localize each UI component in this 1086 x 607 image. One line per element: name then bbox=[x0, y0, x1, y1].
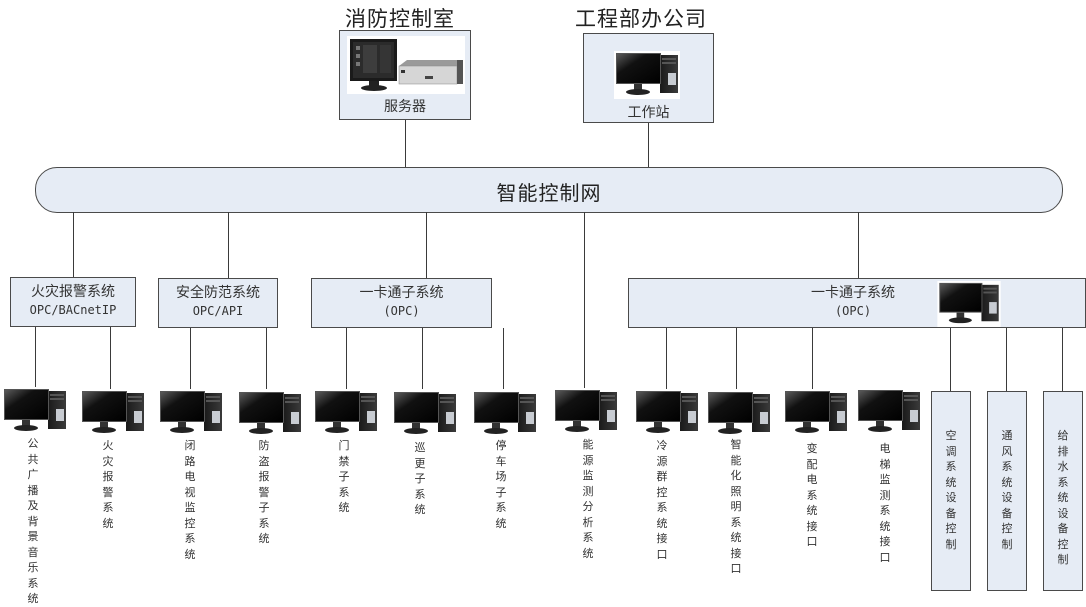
endpoint-pc-icon[interactable] bbox=[392, 390, 458, 438]
endpoint-label: 冷源群控系统接口 bbox=[656, 439, 668, 561]
room-title-engineering-office: 工程部办公司 bbox=[575, 7, 707, 31]
endpoint-label: 智能化照明系统接口 bbox=[730, 438, 742, 575]
control-box-air-conditioning[interactable]: 空调系统设备控制 bbox=[931, 391, 971, 591]
connector bbox=[503, 328, 504, 389]
connector bbox=[666, 328, 667, 389]
room-title-fire-control: 消防控制室 bbox=[345, 7, 455, 31]
connector bbox=[422, 328, 423, 389]
endpoint-pc-icon[interactable] bbox=[313, 389, 379, 437]
subsystem-onecard-left[interactable]: 一卡通子系统 (OPC) bbox=[311, 278, 492, 328]
subsystem-onecard-right[interactable]: 一卡通子系统 (OPC) bbox=[628, 278, 1086, 328]
endpoint-pc-icon[interactable] bbox=[706, 390, 772, 438]
subsystem-protocol: OPC/BACnetIP bbox=[29, 303, 117, 317]
endpoint-label: 公共广播及背景音乐系统 bbox=[27, 437, 39, 605]
endpoint-pc-icon[interactable] bbox=[856, 388, 922, 436]
subsystem-name: 安全防范系统 bbox=[176, 285, 260, 301]
workstation-label: 工作站 bbox=[627, 105, 670, 121]
connector bbox=[736, 328, 737, 389]
subsystem-protocol: (OPC) bbox=[834, 304, 872, 318]
intelligent-control-network-bus[interactable]: 智能控制网 bbox=[35, 167, 1063, 213]
connector-bus-fire-alarm bbox=[73, 212, 74, 278]
connector-bus-energy bbox=[584, 212, 585, 390]
connector-server-bus bbox=[405, 120, 406, 168]
connector bbox=[1006, 328, 1007, 391]
bus-label: 智能控制网 bbox=[496, 181, 602, 205]
endpoint-pc-icon[interactable] bbox=[158, 389, 224, 437]
connector bbox=[950, 328, 951, 391]
control-box-ventilation[interactable]: 通风系统设备控制 bbox=[987, 391, 1027, 591]
control-box-label: 给排水系统设备控制 bbox=[1057, 429, 1069, 566]
endpoint-pc-icon[interactable] bbox=[237, 390, 303, 438]
connector bbox=[1062, 328, 1063, 391]
connector bbox=[110, 327, 111, 389]
endpoint-label: 停车场子系统 bbox=[495, 439, 507, 530]
endpoint-pc-icon[interactable] bbox=[80, 389, 146, 437]
subsystem-name: 一卡通子系统 bbox=[359, 285, 444, 301]
connector-bus-security bbox=[228, 212, 229, 279]
connector-bus-onecard-right bbox=[858, 212, 859, 278]
control-box-label: 空调系统设备控制 bbox=[945, 429, 957, 551]
endpoint-label: 门禁子系统 bbox=[338, 439, 350, 514]
connector-bus-onecard-left bbox=[426, 212, 427, 278]
endpoint-pc-icon[interactable] bbox=[553, 388, 619, 436]
endpoint-label: 巡更子系统 bbox=[414, 441, 426, 516]
endpoint-label: 闭路电视监控系统 bbox=[184, 439, 196, 561]
subsystem-name: 一卡通子系统 bbox=[811, 285, 895, 301]
workstation-node[interactable]: 工作站 bbox=[583, 33, 714, 123]
subsystem-security[interactable]: 安全防范系统 OPC/API bbox=[158, 278, 278, 328]
subsystem-protocol: OPC/API bbox=[192, 304, 244, 318]
endpoint-pc-icon[interactable] bbox=[2, 387, 68, 435]
endpoint-pc-icon[interactable] bbox=[472, 390, 538, 438]
connector-workstation-bus bbox=[648, 123, 649, 168]
workstation-icon bbox=[936, 281, 1002, 327]
subsystem-fire-alarm[interactable]: 火灾报警系统 OPC/BACnetIP bbox=[10, 277, 136, 327]
endpoint-pc-icon[interactable] bbox=[634, 389, 700, 437]
connector bbox=[190, 328, 191, 389]
server-label: 服务器 bbox=[384, 99, 426, 115]
control-box-water-supply-drainage[interactable]: 给排水系统设备控制 bbox=[1043, 391, 1083, 591]
server-node[interactable]: 服务器 bbox=[339, 30, 471, 120]
control-box-label: 通风系统设备控制 bbox=[1001, 429, 1013, 551]
subsystem-name: 火灾报警系统 bbox=[31, 284, 115, 300]
workstation-icon bbox=[614, 51, 680, 99]
subsystem-protocol: (OPC) bbox=[383, 304, 420, 318]
endpoint-label: 能源监测分析系统 bbox=[582, 438, 594, 560]
endpoint-label: 防盗报警子系统 bbox=[258, 439, 270, 545]
connector bbox=[346, 328, 347, 389]
endpoint-pc-icon[interactable] bbox=[783, 389, 849, 437]
server-icon bbox=[347, 36, 465, 94]
connector bbox=[812, 328, 813, 389]
connector bbox=[35, 327, 36, 389]
endpoint-label: 火灾报警系统 bbox=[102, 439, 114, 530]
endpoint-label: 变配电系统接口 bbox=[806, 442, 818, 548]
endpoint-label: 电梯监测系统接口 bbox=[879, 442, 891, 564]
connector bbox=[266, 328, 267, 389]
